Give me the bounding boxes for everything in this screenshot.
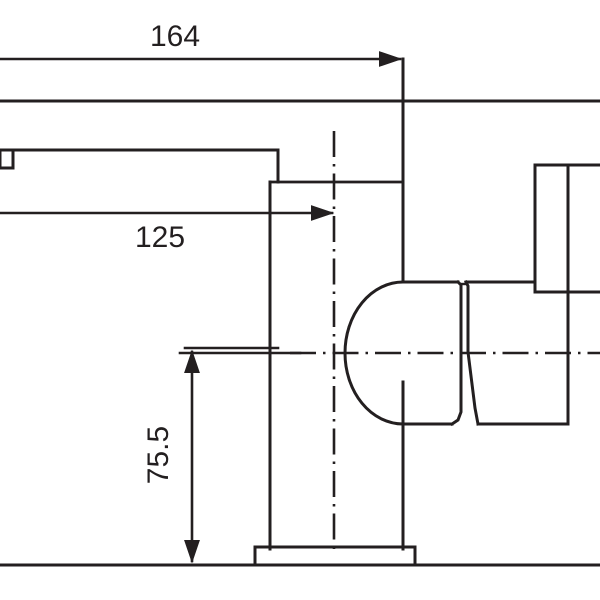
vertical-column (268, 57, 405, 551)
dimension-755-label: 75.5 (142, 426, 175, 484)
base-flange-rect (253, 545, 417, 567)
valve-housing (464, 163, 600, 426)
dimension-164-label: 164 (150, 20, 200, 53)
dimension-125 (0, 180, 405, 221)
lever-handle (533, 163, 600, 294)
centerlines (290, 131, 600, 556)
dimension-125-label: 125 (135, 221, 185, 254)
dimension-164 (0, 51, 405, 103)
collar-left-profile (449, 279, 463, 427)
spout-body (0, 99, 600, 184)
base-flange (253, 545, 417, 567)
spout-outlet-notch (0, 148, 15, 170)
dimension-755 (183, 346, 280, 564)
